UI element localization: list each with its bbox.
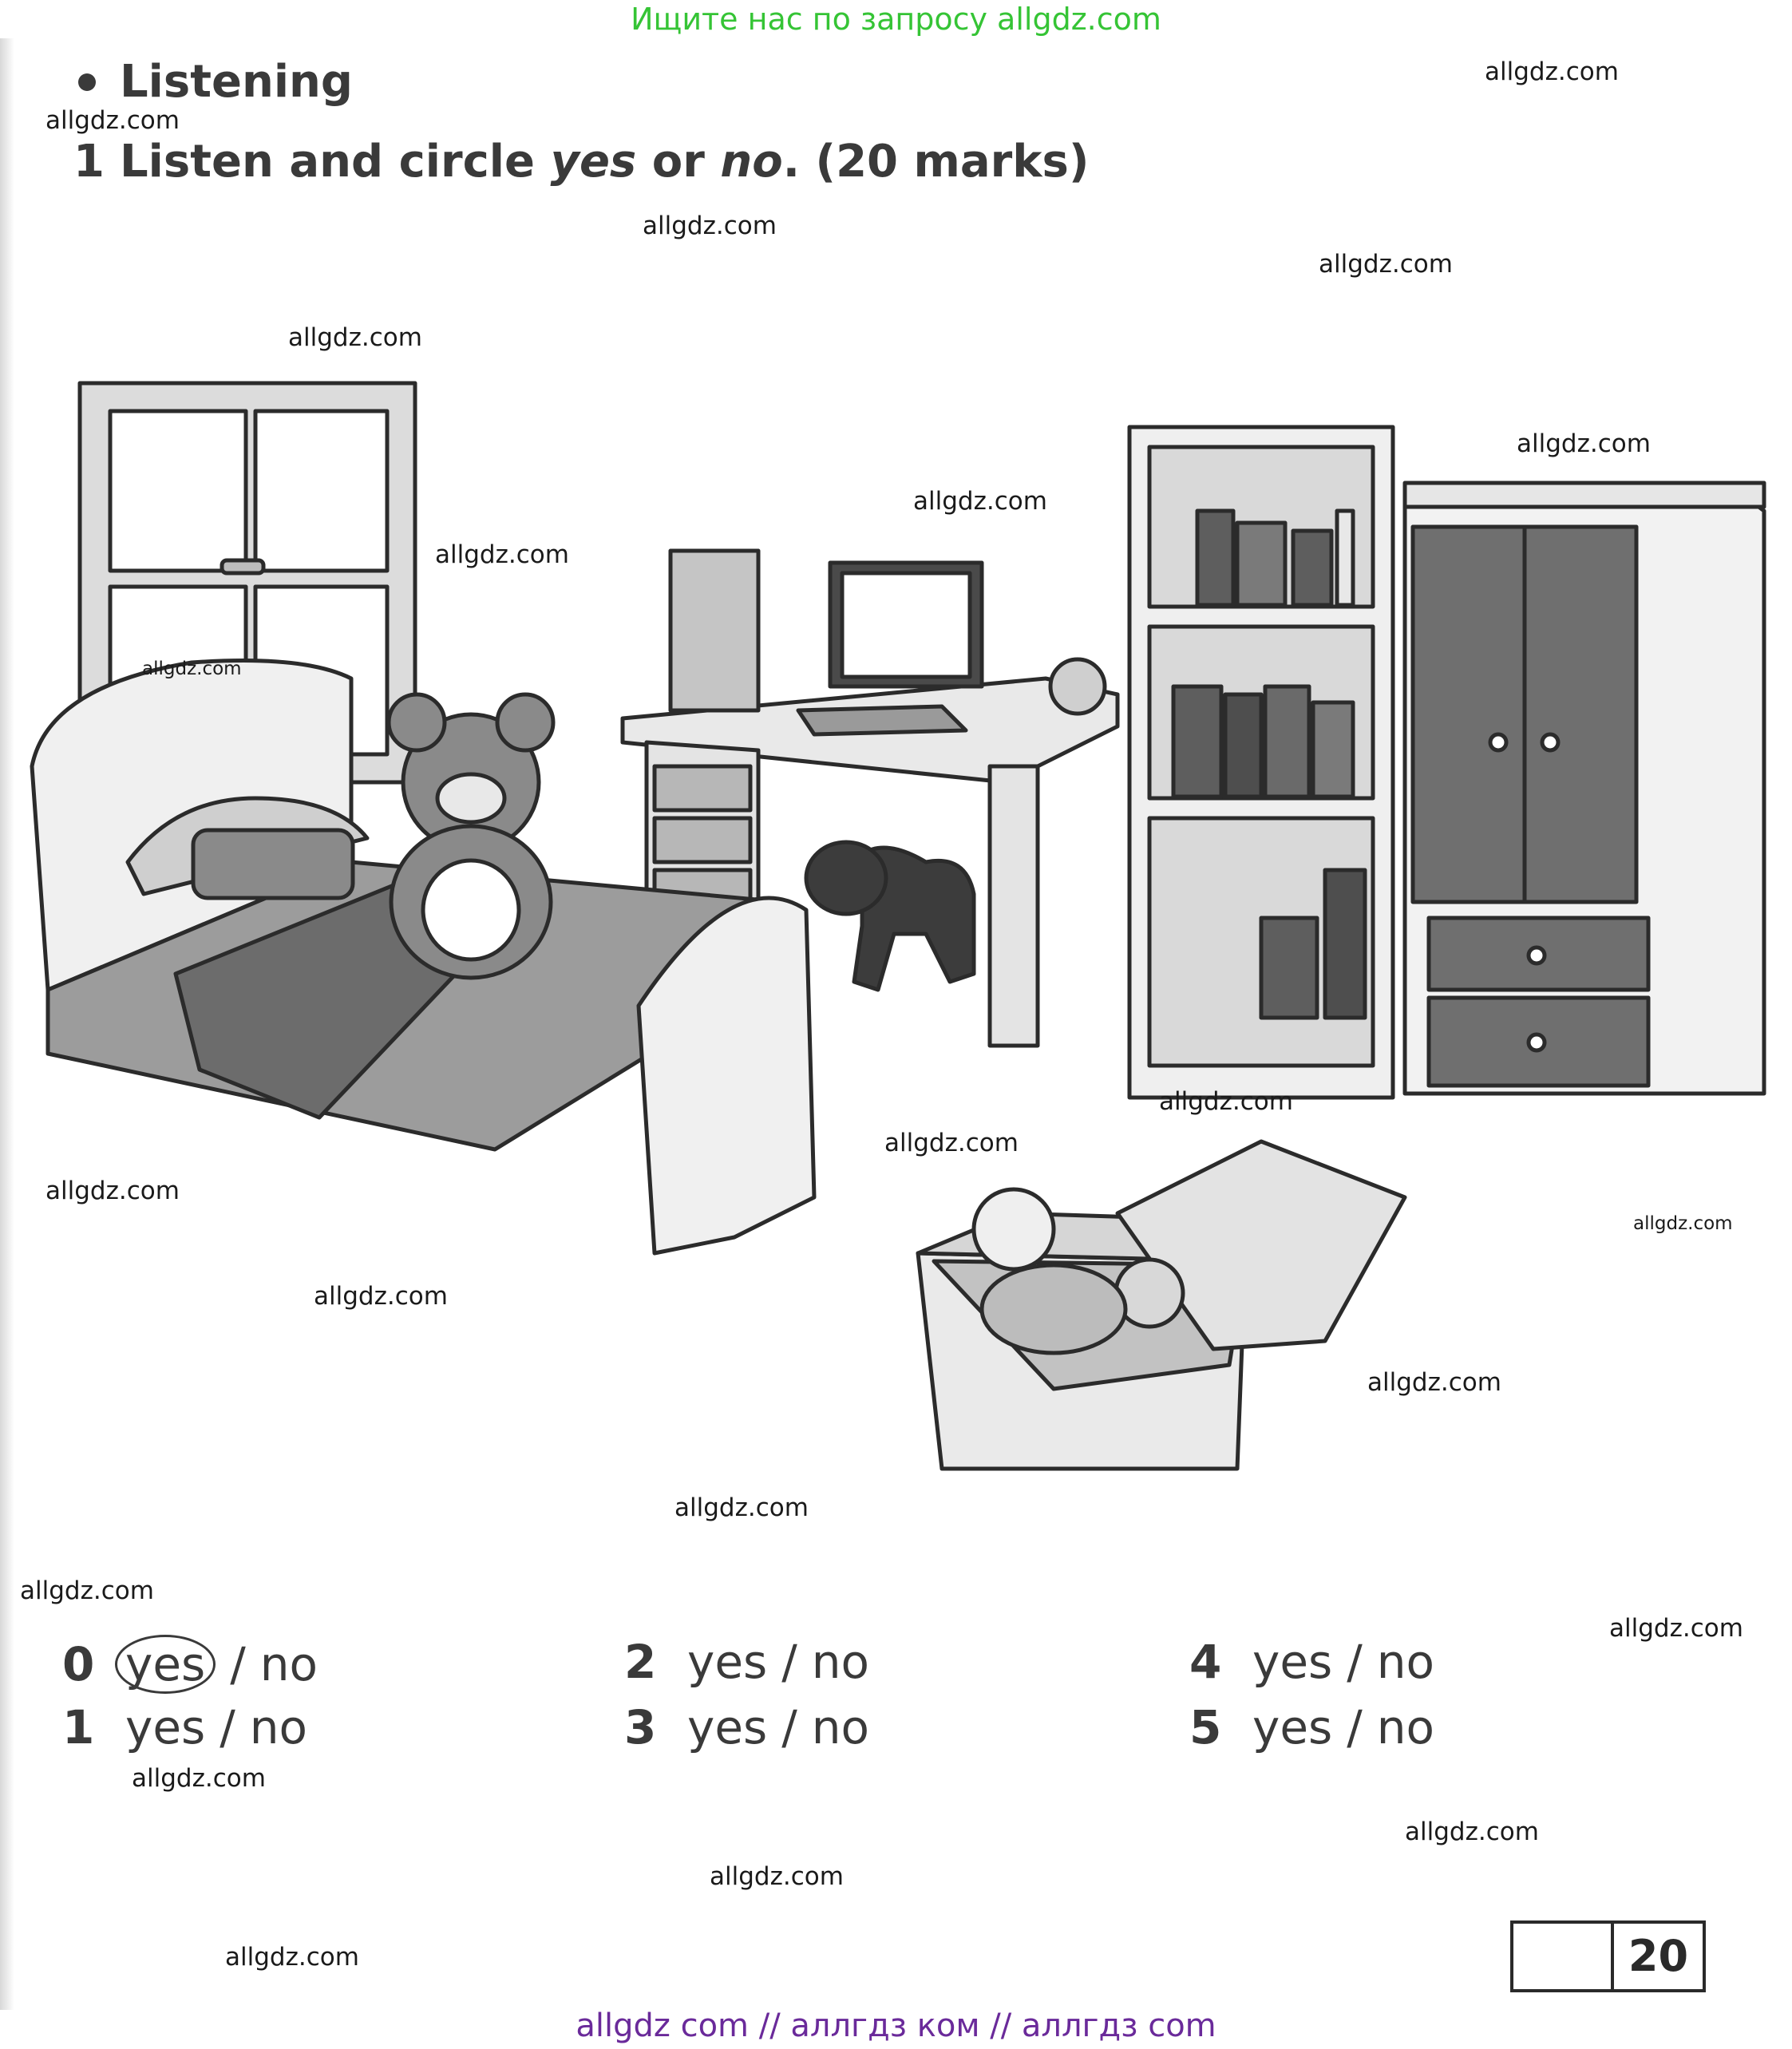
watermark: allgdz.com xyxy=(1367,1368,1501,1397)
toy-box xyxy=(916,1139,1407,1471)
question-number: 1 xyxy=(73,136,105,188)
watermark: allgdz.com xyxy=(1159,1087,1293,1116)
watermark: allgdz.com xyxy=(132,1764,266,1793)
watermark: allgdz.com xyxy=(913,487,1047,516)
watermark: allgdz.com xyxy=(1609,1614,1743,1643)
bed xyxy=(30,659,817,1256)
answer-yes-option[interactable]: yes xyxy=(1252,1635,1333,1689)
answer-no-option[interactable]: no xyxy=(811,1700,870,1754)
wardrobe xyxy=(1402,481,1766,1096)
answer-no-option[interactable]: no xyxy=(1376,1700,1435,1754)
bullet-icon xyxy=(78,73,96,91)
answer-no-option[interactable]: no xyxy=(249,1700,308,1754)
answer-yes-option[interactable]: yes xyxy=(1252,1700,1333,1754)
score-input-cell[interactable] xyxy=(1513,1924,1614,1989)
watermark: allgdz.com xyxy=(225,1943,359,1972)
answer-yes-option[interactable]: yes xyxy=(687,1700,768,1754)
teddy-bear xyxy=(386,692,556,980)
dog xyxy=(804,840,976,992)
watermark: allgdz.com xyxy=(1485,57,1619,86)
watermark: allgdz.com xyxy=(435,540,569,569)
answer-yes-option[interactable]: yes xyxy=(687,1635,768,1689)
watermark: allgdz.com xyxy=(884,1129,1019,1157)
watermark: allgdz.com xyxy=(643,212,777,240)
desk xyxy=(620,548,1120,1048)
watermark: allgdz.com xyxy=(1633,1213,1733,1234)
bedroom-illustration xyxy=(30,381,1766,1471)
watermark: allgdz.com xyxy=(1319,250,1453,279)
answer-no-option[interactable]: no xyxy=(1376,1635,1435,1689)
bookshelf xyxy=(1127,425,1395,1100)
question-instruction: Listen and circle yes or no. (20 marks) xyxy=(120,136,1090,188)
watermark: allgdz.com xyxy=(1517,429,1651,458)
answer-yes-option[interactable]: yes xyxy=(125,1700,206,1754)
score-box: 20 xyxy=(1510,1920,1706,1992)
score-total: 20 xyxy=(1628,1931,1689,1981)
watermark: allgdz.com xyxy=(710,1862,844,1891)
page-edge-shadow xyxy=(0,38,14,2010)
watermark: allgdz.com xyxy=(314,1282,448,1311)
watermark: allgdz.com xyxy=(1405,1818,1539,1846)
watermark: allgdz.com xyxy=(45,1177,180,1205)
watermark: allgdz.com xyxy=(45,106,180,135)
bottom-banner: allgdz com // аллгдз ком // аллгдз com xyxy=(576,2007,1216,2044)
watermark: allgdz.com xyxy=(674,1493,809,1522)
answer-no-option[interactable]: no xyxy=(259,1637,318,1691)
watermark: allgdz.com xyxy=(20,1576,154,1605)
watermark: allgdz.com xyxy=(288,323,422,352)
watermark: allgdz.com xyxy=(142,659,242,679)
answer-no-option[interactable]: no xyxy=(811,1635,870,1689)
top-banner: Ищите нас по запросу allgdz.com xyxy=(631,2,1161,37)
section-title: Listening xyxy=(120,56,353,108)
answer-yes-option[interactable]: yes xyxy=(115,1635,216,1694)
